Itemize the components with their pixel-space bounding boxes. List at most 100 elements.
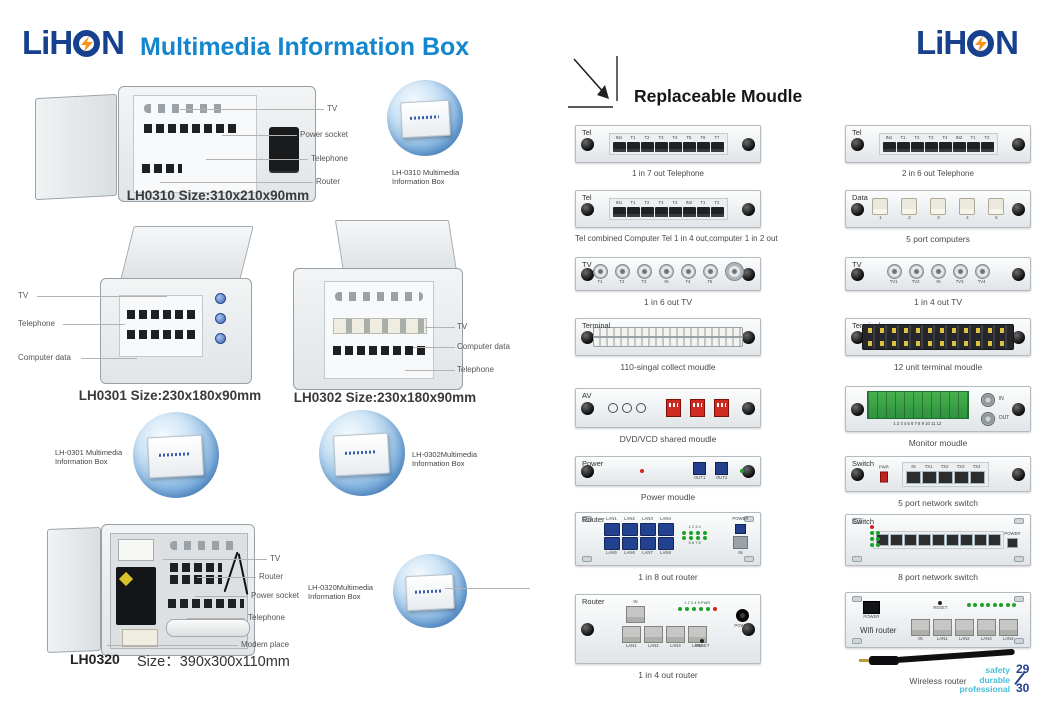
module-caption: 8 port network switch bbox=[898, 572, 978, 582]
screw bbox=[742, 202, 755, 216]
module-caption: 2 in 6 out Telephone bbox=[902, 169, 974, 178]
box-body bbox=[101, 524, 255, 656]
coax-connector bbox=[215, 293, 226, 304]
coax-port: TV4 bbox=[974, 263, 990, 285]
callout-tv: TV bbox=[18, 291, 29, 300]
port: IN2 bbox=[952, 136, 966, 152]
port-label: TX4 bbox=[973, 464, 981, 470]
callout-telephone: Telephone bbox=[457, 365, 494, 374]
coax-connector bbox=[974, 263, 990, 279]
rj45-jack bbox=[931, 534, 945, 546]
mount-hole bbox=[1014, 556, 1024, 562]
footer-slogan: safety durable professional bbox=[938, 665, 1010, 695]
screw bbox=[851, 402, 864, 416]
screw bbox=[742, 464, 755, 478]
port-label: T1 bbox=[700, 200, 706, 206]
power-connector bbox=[693, 461, 707, 475]
port-label: LAN4 bbox=[660, 516, 671, 522]
lihon-logo-bolt-icon bbox=[73, 29, 101, 57]
product-code: LH0320 bbox=[70, 651, 120, 667]
callout-tv: TV bbox=[457, 322, 468, 331]
module-caption: 12 unit terminal moudle bbox=[893, 362, 983, 372]
port-label: T1 bbox=[630, 135, 636, 141]
port-label: T5 bbox=[686, 135, 692, 141]
port: IN bbox=[911, 619, 930, 642]
box-lid bbox=[120, 226, 254, 280]
module-caption: Wireless router bbox=[909, 676, 967, 686]
callout-router: Router bbox=[316, 177, 341, 186]
port-label: IN bbox=[918, 636, 923, 642]
power-out: OUT2 bbox=[714, 461, 728, 481]
module-caption: 1 in 4 out TV bbox=[913, 297, 963, 307]
product-photo-caption: LH-0302Multimedia Information Box bbox=[412, 450, 478, 468]
green-terminal-block bbox=[866, 391, 969, 419]
led bbox=[992, 603, 997, 607]
footer-word: safety bbox=[985, 665, 1010, 675]
led bbox=[870, 543, 874, 547]
port-label: T2 bbox=[644, 200, 650, 206]
led bbox=[678, 607, 682, 611]
port-label: LAN5 bbox=[606, 550, 617, 556]
screw bbox=[851, 137, 864, 151]
callout-telephone: Telephone bbox=[18, 319, 55, 328]
jack-row bbox=[127, 330, 195, 339]
coax-port: T4 bbox=[680, 263, 696, 285]
antenna-rod bbox=[896, 648, 1015, 663]
rj45-jack bbox=[696, 207, 710, 217]
screw bbox=[581, 137, 594, 151]
rj45-jack bbox=[910, 142, 924, 152]
product-photo-caption: LH-0310 Multimedia Information Box bbox=[392, 168, 460, 186]
logo-text: N bbox=[995, 24, 1019, 61]
rj45-jack bbox=[938, 142, 952, 152]
rj45-jack bbox=[905, 470, 921, 484]
screw bbox=[581, 202, 594, 216]
led bbox=[979, 603, 984, 607]
coax-connector bbox=[636, 263, 652, 279]
box-door bbox=[35, 93, 117, 201]
port: LAN4 bbox=[999, 619, 1018, 642]
port: T2 bbox=[640, 135, 654, 152]
led bbox=[689, 536, 693, 540]
screw bbox=[742, 330, 755, 344]
module-ports bbox=[576, 319, 760, 355]
reset-label: RESET bbox=[933, 605, 948, 611]
footer-word: professional bbox=[959, 684, 1010, 694]
coax-connector bbox=[614, 263, 630, 279]
port: 5 bbox=[988, 197, 1004, 221]
module-plate-label: Tel bbox=[582, 193, 592, 202]
coax-port: TV3 bbox=[952, 263, 968, 285]
coax-port: T5 bbox=[702, 263, 718, 285]
module-caption: DVD/VCD shared moudle bbox=[619, 434, 717, 444]
power-connector bbox=[714, 461, 728, 475]
mount-hole bbox=[1014, 518, 1024, 524]
screw bbox=[581, 464, 594, 478]
rj45-jack bbox=[937, 470, 953, 484]
footer-word: durable bbox=[979, 674, 1010, 685]
port: LAN1 bbox=[933, 619, 952, 642]
rj45-jack bbox=[622, 626, 641, 643]
screw bbox=[581, 330, 594, 344]
callout-line bbox=[413, 347, 455, 348]
power-socket bbox=[118, 539, 154, 561]
coax-port: IN bbox=[658, 263, 674, 285]
callout-modem-place: Modem place bbox=[241, 640, 290, 649]
status-led bbox=[740, 469, 744, 473]
led bbox=[876, 543, 880, 547]
port-label: T3 bbox=[658, 135, 664, 141]
module-caption: Power moudle bbox=[640, 492, 696, 502]
rj45-jack bbox=[626, 142, 640, 152]
callout-line bbox=[63, 324, 125, 325]
port-label: T2 bbox=[644, 135, 650, 141]
screw bbox=[1012, 137, 1025, 151]
coax-connector bbox=[658, 263, 674, 279]
inner-panel bbox=[133, 95, 257, 193]
